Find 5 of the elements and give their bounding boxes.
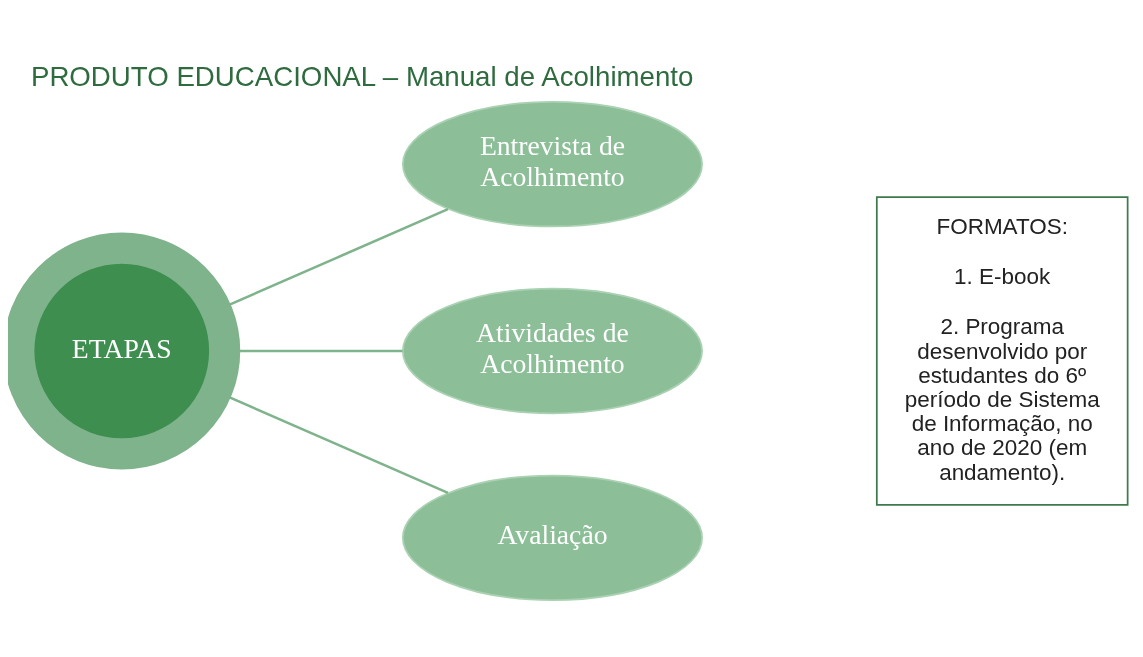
node-ellipse: Entrevista de Acolhimento [401, 101, 703, 228]
node-ellipse: Atividades de Acolhimento [401, 287, 703, 415]
node-ellipse: Avaliação [401, 474, 703, 601]
diagram-title: PRODUTO EDUCACIONAL – Manual de Acolhimento [30, 60, 694, 92]
node-box: FORMATOS: 1. E-book 2. Programa desenvolvido por estudantes do 6º período de Sistema de Informação, no ano de 2020 (em andamento). [875, 196, 1129, 506]
